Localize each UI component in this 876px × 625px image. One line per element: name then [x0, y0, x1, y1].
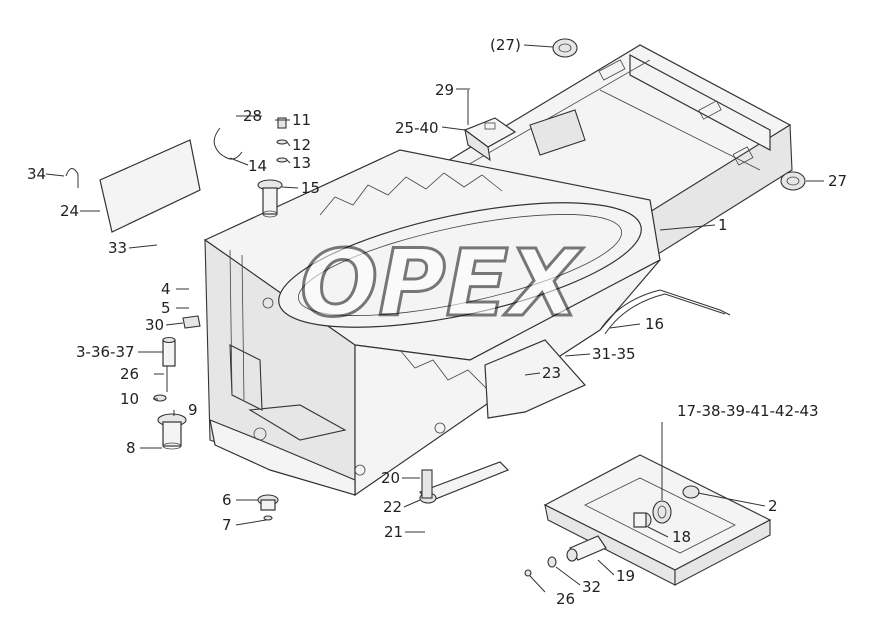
label-31-35: 31-35: [592, 345, 636, 363]
label-11: 11: [292, 111, 311, 129]
label-10: 10: [120, 390, 139, 408]
washer-32: [524, 556, 557, 577]
label-17-38-39-41-42-43: 17-38-39-41-42-43: [677, 402, 819, 420]
label-9: 9: [188, 401, 198, 419]
label-25-40: 25-40: [395, 119, 439, 137]
label-12: 12: [292, 136, 311, 154]
label-24: 24: [60, 202, 79, 220]
label-7: 7: [222, 516, 232, 534]
label-29: 29: [435, 81, 454, 99]
label-14: 14: [248, 157, 267, 175]
label-34: 34: [27, 165, 46, 183]
clip-34: [65, 168, 79, 188]
rings-27: [552, 38, 806, 191]
label-26-bottom: 26: [556, 590, 575, 608]
label-20: 20: [381, 469, 400, 487]
label-22: 22: [383, 498, 402, 516]
leader-lines: [45, 44, 824, 593]
bracket-25-40: [463, 90, 517, 162]
label-6: 6: [222, 491, 232, 509]
bearing-8: [153, 394, 187, 450]
plate-23: [484, 339, 586, 419]
label-3-36-37: 3-36-37: [76, 343, 135, 361]
label-2: 2: [768, 497, 778, 515]
label-27-parenthetical: (27): [490, 36, 521, 54]
cable-14: [213, 127, 243, 160]
plate-24: [99, 139, 201, 233]
pin-30: [182, 315, 201, 329]
label-4: 4: [161, 280, 171, 298]
label-23: 23: [542, 364, 561, 382]
label-13: 13: [292, 154, 311, 172]
label-30: 30: [145, 316, 164, 334]
main-frame: [203, 44, 793, 497]
label-26-left: 26: [120, 365, 139, 383]
bush-18: [633, 512, 652, 528]
label-1: 1: [718, 216, 728, 234]
part-labels: (27) 27 29 25-40 28 11 12 13 14 15 34 24…: [27, 36, 847, 608]
cylinder-3: [162, 336, 176, 392]
pin-19: [566, 535, 607, 562]
label-5: 5: [161, 299, 171, 317]
pin-15: [257, 179, 283, 218]
watermark-text: OPEX: [300, 230, 583, 337]
label-19: 19: [616, 567, 635, 585]
label-8: 8: [126, 439, 136, 457]
label-32: 32: [582, 578, 601, 596]
label-18: 18: [672, 528, 691, 546]
label-33: 33: [108, 239, 127, 257]
stack-11-13: [276, 117, 288, 163]
label-28: 28: [243, 107, 262, 125]
ring-17: [652, 500, 672, 524]
link-20-22: [419, 461, 510, 504]
label-21: 21: [384, 523, 403, 541]
label-15: 15: [301, 179, 320, 197]
label-27: 27: [828, 172, 847, 190]
hose-16: [599, 289, 731, 335]
label-16: 16: [645, 315, 664, 333]
pad-6: [257, 494, 279, 521]
